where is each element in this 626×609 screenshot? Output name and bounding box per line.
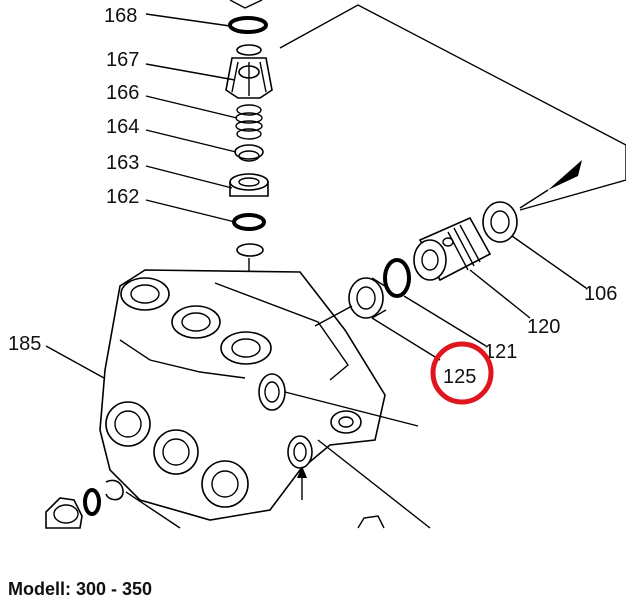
highlight-circle [430, 341, 494, 405]
part-number-121: 121 [484, 341, 517, 363]
flow-arrow [297, 466, 307, 500]
bottom-right-fitting [317, 439, 431, 529]
part-167-valve-cage [225, 44, 273, 99]
leader-lines [45, 13, 587, 379]
part-number-185: 185 [8, 333, 41, 355]
outline-bracket [279, 4, 626, 211]
part-120-check-valve [413, 216, 492, 282]
part-number-125: 125 [443, 366, 476, 388]
part-185-manifold [99, 269, 386, 521]
part-number-167: 167 [106, 49, 139, 71]
part-106-ring [482, 201, 518, 243]
part-tool-tip [519, 160, 582, 209]
part-162-o-ring [232, 213, 266, 231]
part-121-o-ring [383, 258, 411, 298]
part-number-120: 120 [527, 316, 560, 338]
part-163-valve-seat [229, 173, 269, 197]
part-125-ring [348, 277, 389, 319]
part-164-valve-plate [234, 144, 264, 162]
model-caption: Modell: 300 - 350 [8, 579, 153, 599]
part-168-ring [228, 0, 268, 34]
bottom-left-fittings [45, 479, 181, 529]
part-number-162: 162 [106, 186, 139, 208]
part-number-164: 164 [106, 116, 139, 138]
part-number-168: 168 [104, 5, 137, 27]
part-number-166: 166 [106, 82, 139, 104]
part-number-106: 106 [584, 283, 617, 305]
part-166-spring [235, 104, 263, 140]
part-number-163: 163 [106, 152, 139, 174]
